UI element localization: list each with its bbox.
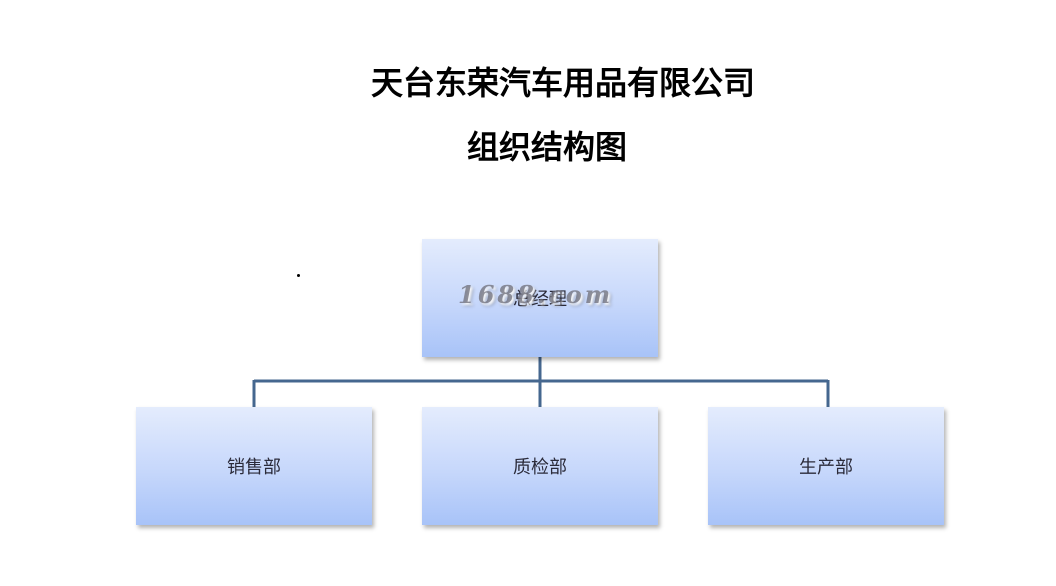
org-node-label: 质检部 [513, 457, 567, 478]
org-node-general-manager: 总经理 [422, 239, 658, 357]
org-node-label: 总经理 [513, 289, 567, 310]
org-node-label: 生产部 [799, 457, 853, 478]
stray-dot-mark [297, 274, 300, 277]
org-node-sales: 销售部 [136, 407, 372, 525]
chart-title: 天台东荣汽车用品有限公司 [370, 64, 755, 102]
org-node-production: 生产部 [708, 407, 944, 525]
org-node-label: 销售部 [227, 457, 281, 478]
org-node-quality-inspection: 质检部 [422, 407, 658, 525]
chart-subtitle: 组织结构图 [466, 128, 627, 166]
